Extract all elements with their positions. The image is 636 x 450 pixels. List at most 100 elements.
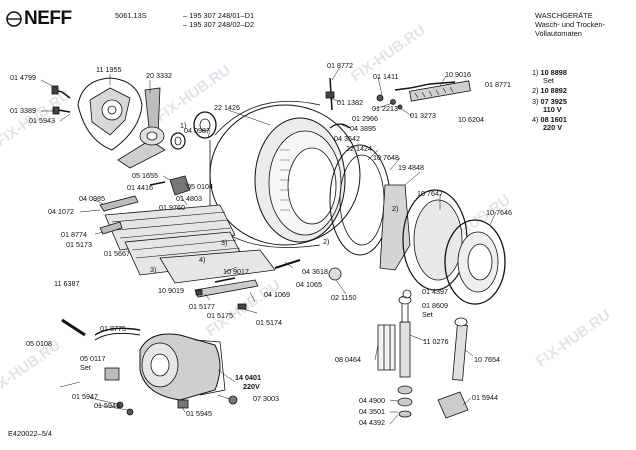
part-label[interactable]: 01 8609 [422, 301, 448, 310]
part-label[interactable]: 01 8774 [61, 230, 87, 239]
part-label[interactable]: 01 8771 [485, 80, 511, 89]
part-label[interactable]: 14 0401 [235, 373, 261, 382]
part-label[interactable]: 10 9019 [158, 286, 184, 295]
part-label[interactable]: 01 4799 [10, 73, 36, 82]
part-label[interactable]: 19 4848 [398, 163, 424, 172]
part-label[interactable]: 10 7648 [373, 153, 399, 162]
part-label[interactable]: 04 3642 [334, 134, 360, 143]
part-label[interactable]: 05 0117 [80, 354, 106, 363]
part-label[interactable]: 04 4392 [359, 418, 385, 427]
outer-tub [209, 100, 361, 248]
part-label[interactable]: 10 9016 [445, 70, 471, 79]
part-label[interactable]: 01 3389 [10, 106, 36, 115]
brand-logo-text: NEFF [24, 8, 72, 29]
reference-marker: 3) [150, 265, 157, 274]
part-label[interactable]: 01 4803 [176, 194, 202, 203]
part-label[interactable]: Set [80, 363, 91, 372]
part-label[interactable]: 22 1426 [214, 103, 240, 112]
strap-part [194, 279, 259, 298]
part-label[interactable]: 01 1382 [337, 98, 363, 107]
doc-number-1: – 195 307 248/01–D1 [183, 11, 255, 20]
door-hinge-bracket [379, 184, 411, 271]
part-label[interactable]: 01 4397 [422, 287, 448, 296]
part-label[interactable]: 01 5667 [104, 249, 130, 258]
base-plates [104, 204, 276, 284]
carbon-brush [228, 395, 238, 405]
part-label[interactable]: 04 0985 [79, 194, 105, 203]
part-label[interactable]: 01 3273 [410, 111, 436, 120]
clamp-bracket [377, 324, 396, 371]
part-label[interactable]: 01 4416 [127, 183, 153, 192]
part-label[interactable]: 01 8775 [100, 324, 126, 333]
part-label[interactable]: 01 5177 [189, 302, 215, 311]
part-label[interactable]: 05 0104 [187, 182, 213, 191]
part-label[interactable]: 07 3003 [253, 394, 279, 403]
part-label[interactable]: 04 3501 [359, 407, 385, 416]
leader-lines [40, 66, 497, 425]
part-label[interactable]: 08 0464 [335, 355, 361, 364]
part-label[interactable]: 10 7654 [474, 355, 500, 364]
part-label[interactable]: 10 7646 [486, 208, 512, 217]
part-label[interactable]: 04 1072 [48, 207, 74, 216]
rear-housing [77, 77, 166, 169]
part-label[interactable]: 01 5943 [29, 116, 55, 125]
part-label[interactable]: 01 5947 [72, 392, 98, 401]
part-label[interactable]: 04 4900 [359, 396, 385, 405]
part-label[interactable]: 10 7647 [417, 189, 443, 198]
part-label[interactable]: 22 1424 [346, 144, 372, 153]
part-label[interactable]: 01 5945 [186, 409, 212, 418]
reference-marker: 3) [221, 238, 228, 247]
shaft-seal [193, 111, 217, 139]
part-label[interactable]: 04 3895 [350, 124, 376, 133]
shock-absorber-right [437, 317, 469, 419]
part-label[interactable]: 01 5173 [66, 240, 92, 249]
pulley-wheel [328, 267, 342, 281]
part-label[interactable]: 11 1955 [96, 65, 122, 74]
doc-number-2: – 195 307 248/02–D2 [183, 20, 255, 29]
reference-marker: 4) [199, 255, 206, 264]
drive-belt [94, 327, 141, 336]
absorber-mount [437, 391, 469, 419]
part-label[interactable]: 05 1655 [132, 171, 158, 180]
part-label[interactable]: Set [422, 310, 433, 319]
part-label[interactable]: 01 5175 [207, 311, 233, 320]
part-label[interactable]: 01 2213 [372, 104, 398, 113]
motor-cable [61, 318, 86, 337]
bearing-block [169, 175, 191, 196]
shock-absorber-left [397, 295, 413, 418]
part-label[interactable]: 11 0276 [423, 337, 449, 346]
part-label[interactable]: 10 9017 [223, 267, 249, 276]
hose-part [394, 81, 456, 91]
part-label[interactable]: 220V [243, 382, 260, 391]
part-label[interactable]: 01 5174 [256, 318, 282, 327]
category-line-3: Vollautomaten [535, 29, 582, 38]
part-label[interactable]: 11 6387 [54, 279, 80, 288]
part-label[interactable]: 04 1069 [264, 290, 290, 299]
part-label[interactable]: 10 6204 [458, 115, 484, 124]
part-label[interactable]: 02 1150 [331, 293, 357, 302]
part-label[interactable]: 04 0987 [184, 126, 210, 135]
part-label[interactable]: 01 5946 [94, 401, 120, 410]
seal-ring [170, 132, 186, 150]
part-label[interactable]: 01 2966 [352, 114, 378, 123]
drawing-code: E420022–5/4 [8, 429, 52, 438]
motor-bracket [104, 367, 120, 381]
heater-element [409, 80, 471, 102]
drum-perforation [280, 149, 290, 211]
part-label[interactable]: 01 9760 [159, 203, 185, 212]
part-label[interactable]: 04 3618 [302, 267, 328, 276]
part-label[interactable]: 20 3332 [146, 71, 172, 80]
category-line-1: WASCHGERÄTE [535, 11, 593, 20]
part-label[interactable]: 01 5944 [472, 393, 498, 402]
part-label[interactable]: 05 0108 [26, 339, 52, 348]
legend-item: 2) 10 8892 [532, 86, 567, 96]
door-window [444, 219, 506, 305]
reference-marker: 2) [323, 237, 330, 246]
part-label[interactable]: 04 1065 [296, 280, 322, 289]
motor [139, 333, 226, 401]
part-label[interactable]: 01 1411 [373, 72, 399, 81]
part-label[interactable]: 01 8772 [327, 61, 353, 70]
